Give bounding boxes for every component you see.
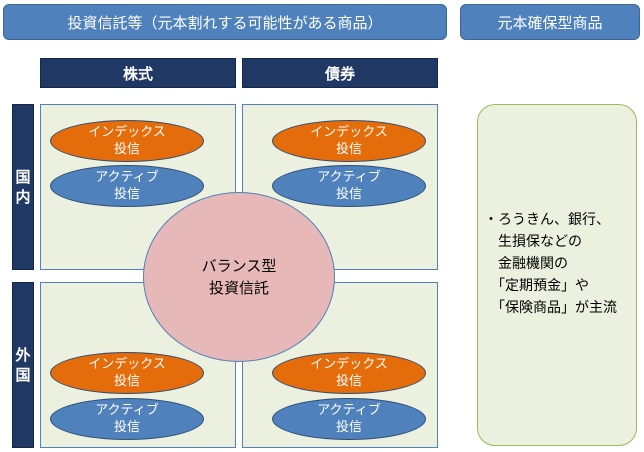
row-header-domestic-char-2: 内 [15,188,31,206]
index-fund-sublabel: 投信 [335,374,362,389]
column-header-bonds-label: 債券 [324,64,355,83]
row-header-domestic: 国 内 [12,104,34,270]
investment-trust-header-label: 投資信託等（元本割れする可能性がある商品） [67,13,383,32]
principal-products-line: 生損保などの [484,234,582,250]
index-fund-sublabel: 投信 [113,142,140,157]
principal-products-line: 「定期預金」や [484,278,589,294]
row-header-foreign-char-2: 国 [15,366,31,384]
balance-fund-sublabel: 投資信託 [208,279,269,297]
active-fund-domestic-stocks: アクティブ 投信 [50,165,204,207]
index-fund-domestic-stocks: インデックス 投信 [50,120,204,162]
index-fund-label: インデックス [88,125,166,140]
active-fund-sublabel: 投信 [335,420,362,435]
row-header-foreign-char-1: 外 [15,346,31,364]
index-fund-domestic-bonds: インデックス 投信 [272,120,426,162]
active-fund-sublabel: 投信 [113,187,140,202]
row-header-foreign: 外 国 [12,282,34,448]
active-fund-label: アクティブ [317,403,381,418]
balance-fund-label: バランス型 [201,257,277,275]
principal-products-text: ・ろうきん、銀行、 生損保などの 金融機関の 「定期預金」や 「保険商品」が主流 [484,209,617,319]
active-fund-foreign-stocks: アクティブ 投信 [50,398,204,440]
active-fund-foreign-bonds: アクティブ 投信 [272,398,426,440]
principal-guaranteed-header: 元本確保型商品 [460,4,640,40]
column-header-stocks: 株式 [40,58,236,88]
column-header-bonds: 債券 [242,58,438,88]
balance-fund-circle: バランス型 投資信託 [143,192,335,362]
active-fund-sublabel: 投信 [113,420,140,435]
column-header-stocks-label: 株式 [122,64,153,83]
principal-guaranteed-header-label: 元本確保型商品 [497,13,603,32]
active-fund-label: アクティブ [95,403,159,418]
index-fund-foreign-stocks: インデックス 投信 [50,352,204,394]
index-fund-label: インデックス [310,357,388,372]
active-fund-label: アクティブ [95,170,159,185]
principal-products-line: 金融機関の [484,256,568,272]
active-fund-domestic-bonds: アクティブ 投信 [272,165,426,207]
index-fund-label: インデックス [88,357,166,372]
investment-trust-header: 投資信託等（元本割れする可能性がある商品） [3,4,447,40]
principal-products-line: 「保険商品」が主流 [484,300,617,316]
index-fund-foreign-bonds: インデックス 投信 [272,352,426,394]
principal-products-box: ・ろうきん、銀行、 生損保などの 金融機関の 「定期預金」や 「保険商品」が主流 [477,104,637,446]
active-fund-sublabel: 投信 [335,187,362,202]
index-fund-sublabel: 投信 [335,142,362,157]
active-fund-label: アクティブ [317,170,381,185]
index-fund-sublabel: 投信 [113,374,140,389]
index-fund-label: インデックス [310,125,388,140]
row-header-domestic-char-1: 国 [15,168,31,186]
principal-products-line: ・ろうきん、銀行、 [484,212,610,228]
